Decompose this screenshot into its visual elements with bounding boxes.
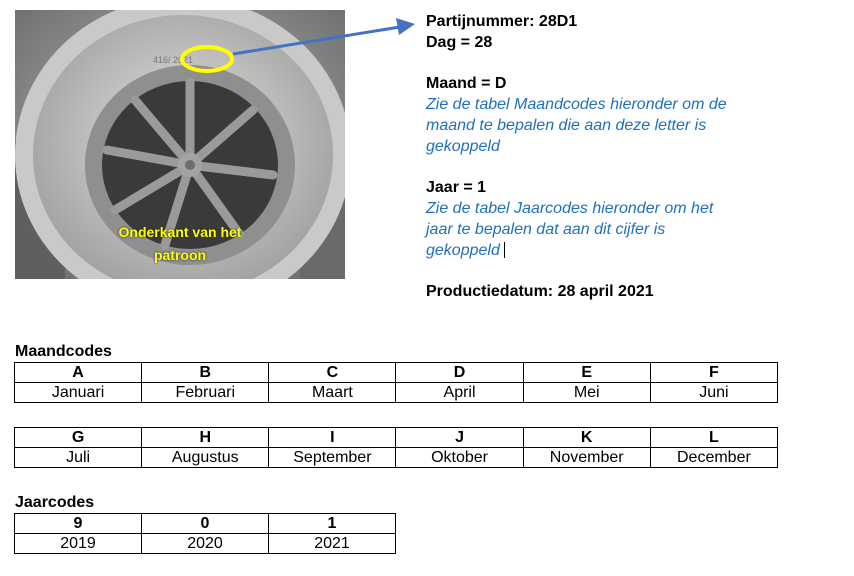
month-name-cell: Januari xyxy=(13,382,143,403)
photo-label-line-1: Onderkant van het xyxy=(118,224,242,240)
month-name-cell: Oktober xyxy=(395,447,524,468)
month-note-1: Zie de tabel Maandcodes hieronder om de xyxy=(426,96,727,113)
month-name-cell: April xyxy=(395,382,524,403)
month-code-cell: B xyxy=(141,362,270,383)
month-name-cell: September xyxy=(268,447,397,468)
year-note-2: jaar te bepalen dat aan dit cijfer is xyxy=(426,221,666,238)
month-note-3: gekoppeld xyxy=(426,138,500,155)
year-note-3-line: gekoppeld xyxy=(426,240,826,261)
month-code-cell: D xyxy=(395,362,524,383)
photo-label-line-2: patroon xyxy=(153,247,207,263)
month-name-cell: Juni xyxy=(649,382,779,403)
table-row: A B C D E F xyxy=(13,362,779,383)
table-row: Januari Februari Maart April Mei Juni xyxy=(13,382,779,403)
table-row: Juli Augustus September Oktober November… xyxy=(13,447,779,468)
month-code-cell: L xyxy=(649,427,779,448)
photo-label: Onderkant van het patroon xyxy=(15,221,345,267)
year-code-cell: 1 xyxy=(268,513,396,534)
month-code-cell: E xyxy=(522,362,651,383)
month-code-cell: A xyxy=(13,362,143,383)
month-name-cell: November xyxy=(522,447,651,468)
year-note-3: gekoppeld xyxy=(426,242,500,259)
month-name-cell: Juli xyxy=(13,447,143,468)
month-value: Maand = D xyxy=(426,75,507,92)
month-name-cell: Februari xyxy=(141,382,270,403)
month-codes-title: Maandcodes xyxy=(15,343,112,360)
year-codes-title: Jaarcodes xyxy=(15,494,95,511)
month-codes-table-1: A B C D E F Januari Februari Maart April… xyxy=(13,362,779,403)
month-codes-table-2: G H I J K L Juli Augustus September Okto… xyxy=(13,427,779,468)
month-name-cell: Maart xyxy=(268,382,397,403)
month-note-2: maand te bepalen die aan deze letter is xyxy=(426,117,707,134)
month-code-cell: K xyxy=(522,427,651,448)
production-date: Productiedatum: 28 april 2021 xyxy=(426,283,654,300)
month-code-cell: F xyxy=(649,362,779,383)
month-name-cell: Mei xyxy=(522,382,651,403)
table-row: 2019 2020 2021 xyxy=(14,533,396,554)
batch-info: Partijnummer: 28D1 Dag = 28 Maand = D Zi… xyxy=(426,11,826,302)
text-cursor xyxy=(503,242,505,258)
month-code-cell: G xyxy=(13,427,143,448)
year-value-cell: 2020 xyxy=(141,533,269,554)
year-code-cell: 0 xyxy=(141,513,269,534)
year-value: Jaar = 1 xyxy=(426,179,487,196)
year-value-cell: 2019 xyxy=(14,533,142,554)
batch-number: Partijnummer: 28D1 xyxy=(426,13,578,30)
month-code-cell: J xyxy=(395,427,524,448)
month-name-cell: December xyxy=(649,447,779,468)
year-codes-table: 9 0 1 2019 2020 2021 xyxy=(14,513,396,554)
table-row: 9 0 1 xyxy=(14,513,396,534)
month-code-cell: H xyxy=(141,427,270,448)
month-code-cell: I xyxy=(268,427,397,448)
year-value-cell: 2021 xyxy=(268,533,396,554)
cartridge-illustration: 416/ 2021 xyxy=(15,10,345,279)
year-note-1: Zie de tabel Jaarcodes hieronder om het xyxy=(426,200,714,217)
year-code-cell: 9 xyxy=(14,513,142,534)
cartridge-photo: 416/ 2021 Onderkant van het patroon xyxy=(15,10,345,279)
table-row: G H I J K L xyxy=(13,427,779,448)
month-name-cell: Augustus xyxy=(141,447,270,468)
month-code-cell: C xyxy=(268,362,397,383)
stamp-text: 416/ 2021 xyxy=(153,55,193,65)
highlight-ellipse xyxy=(180,45,234,73)
day-value: Dag = 28 xyxy=(426,34,493,51)
